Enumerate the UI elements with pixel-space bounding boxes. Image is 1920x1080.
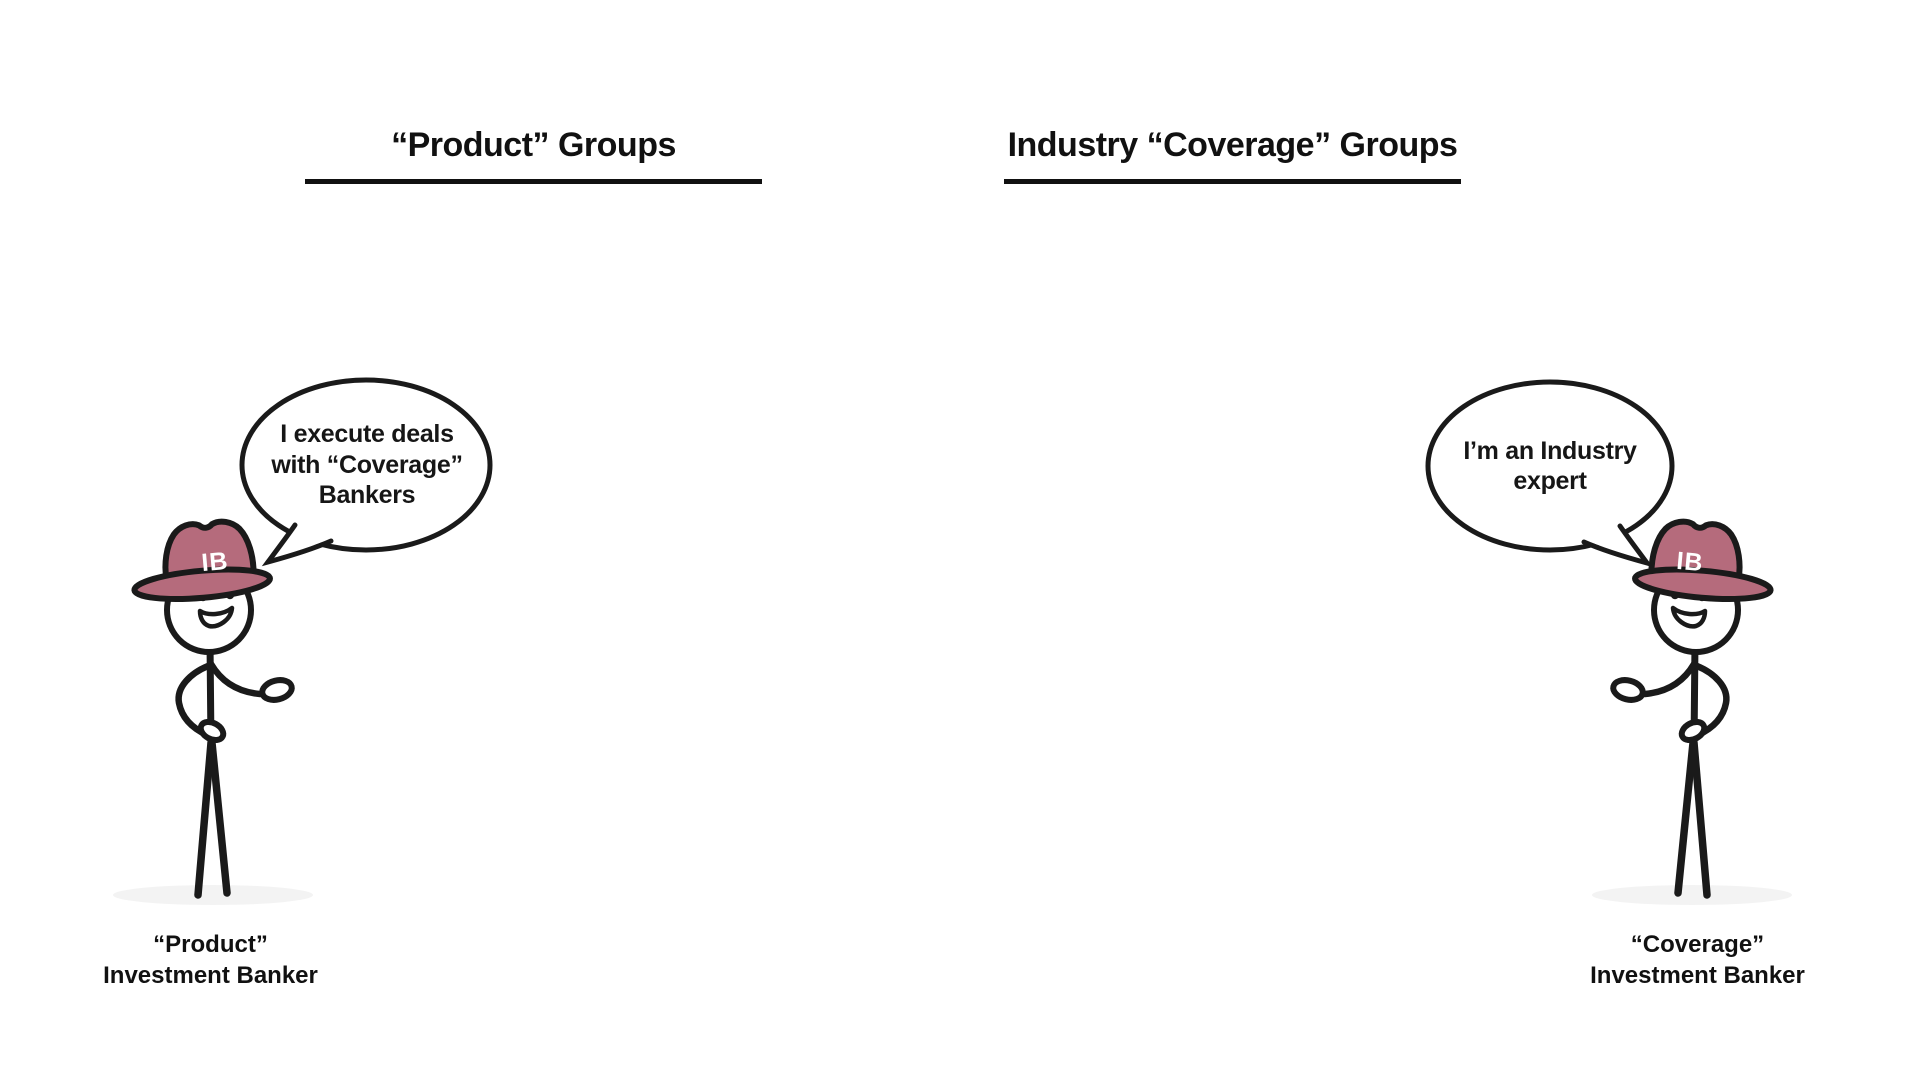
fedora-hat-icon — [1632, 518, 1774, 602]
bubble-line: I’m an Industry — [1463, 436, 1637, 465]
bubble-line: I execute deals — [280, 420, 454, 449]
fedora-brim — [131, 566, 273, 602]
extended-hand-loop — [259, 677, 295, 703]
mouth — [197, 605, 235, 629]
arm-extended — [207, 660, 264, 698]
hip-hand-loop — [197, 718, 227, 744]
bubble-tail-fill — [1576, 514, 1647, 563]
speech-bubble-left-icon — [239, 377, 493, 567]
product-banker-caption: “Product” Investment Banker — [58, 930, 363, 991]
arm-on-hip — [1693, 662, 1730, 739]
product-groups-title: “Product” Groups — [305, 126, 762, 184]
coverage-banker-speech-text: I’m an Industry expert — [1445, 420, 1655, 512]
fedora-hat-icon — [131, 518, 273, 602]
leg-left — [194, 739, 215, 899]
arm-extended — [1641, 660, 1698, 698]
caption-line: “Coverage” — [1630, 931, 1765, 958]
speech-bubble-right-icon — [1425, 379, 1675, 568]
fedora-brim — [1632, 566, 1774, 602]
bubble-line: expert — [1513, 467, 1587, 495]
caption-line: “Product” — [153, 931, 268, 958]
bubble-tail-outline — [261, 522, 334, 567]
bubble-ellipse — [1425, 379, 1675, 553]
product-banker-speech-text: I execute deals with “Coverage” Bankers — [262, 412, 472, 518]
coverage-banker-figure-icon — [1592, 518, 1792, 905]
ground-shadow — [1592, 885, 1792, 905]
arm-on-hip — [175, 662, 212, 739]
leg-right — [208, 739, 231, 897]
ground-shadow — [113, 885, 313, 905]
bubble-ellipse — [239, 377, 493, 553]
leg-left — [1690, 739, 1711, 899]
bubble-tail-outline — [1581, 523, 1654, 568]
mouth — [1670, 605, 1708, 629]
hat-ib-label: IB — [200, 546, 230, 578]
product-banker-figure-icon — [113, 518, 313, 905]
hip-hand-loop — [1678, 718, 1708, 744]
extended-hand-loop — [1610, 677, 1646, 703]
caption-line: Investment Banker — [103, 961, 318, 989]
coverage-groups-title: Industry “Coverage” Groups — [1004, 126, 1461, 184]
bubble-tail-fill — [268, 513, 339, 562]
caption-line: Investment Banker — [1590, 961, 1805, 989]
hat-ib-label: IB — [1675, 546, 1705, 578]
leg-right — [1674, 739, 1697, 897]
coverage-banker-caption: “Coverage” Investment Banker — [1545, 930, 1850, 991]
bubble-line: Bankers — [318, 481, 416, 510]
bubble-line: with “Coverage” — [271, 450, 463, 479]
